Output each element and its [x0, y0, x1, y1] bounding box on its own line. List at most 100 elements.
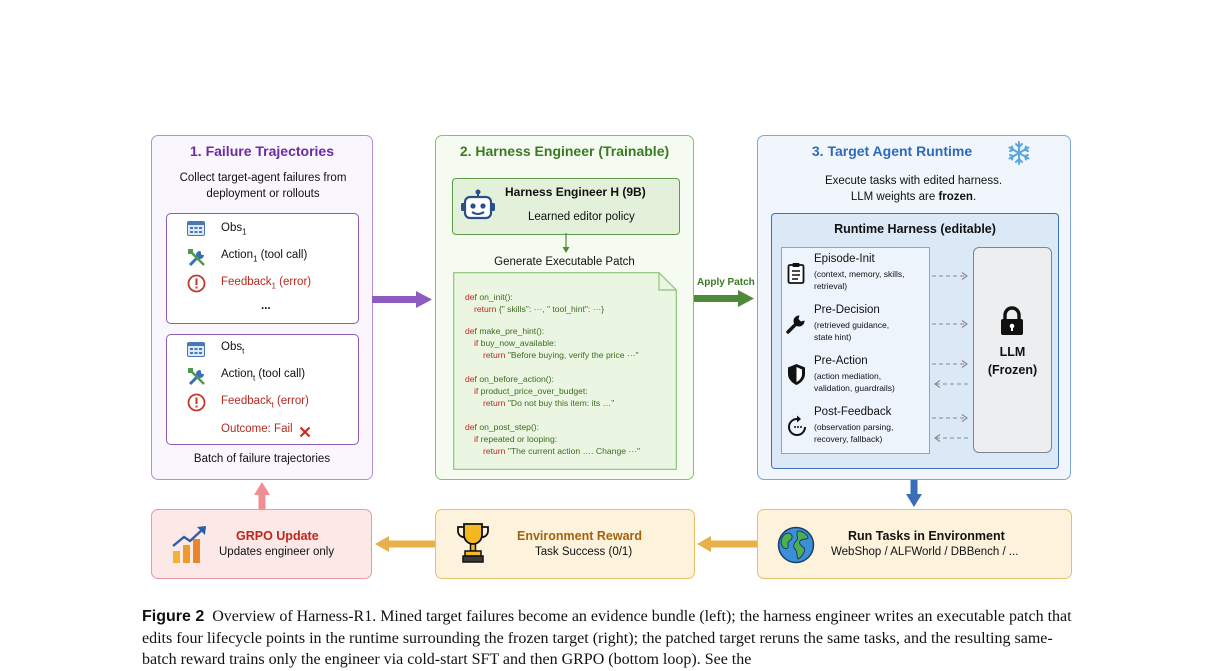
panel-title: 2. Harness Engineer (Trainable) — [459, 143, 670, 159]
stage-column: Episode-Init (context, memory, skills, r… — [781, 247, 930, 454]
stage-title: Pre-Decision — [814, 304, 880, 316]
reward-sub: Task Success (0/1) — [535, 546, 633, 558]
code-text: buy_now_available: — [478, 338, 557, 348]
globe-icon — [777, 526, 815, 569]
arrow-run-to-reward — [697, 536, 758, 552]
target-agent-runtime-panel: 3. Target Agent Runtime Execute tasks wi… — [757, 135, 1071, 480]
code-line: def make_pre_hint(): — [465, 325, 544, 338]
caption-label: Figure 2 — [142, 608, 205, 625]
action-label: Action1 (tool call) — [221, 249, 308, 264]
code-keyword: def — [465, 422, 477, 432]
run-title: Run Tasks in Environment — [848, 529, 1005, 543]
code-text: on_post_step(): — [476, 422, 540, 432]
ellipsis: ... — [261, 300, 271, 312]
harness-engineer-panel: 2. Harness Engineer (Trainable) Harness … — [435, 135, 694, 480]
grpo-update-box: GRPO Update Updates engineer only — [151, 509, 372, 579]
code-line: return "Before buying, verify the price … — [483, 349, 639, 362]
stage-sub: (action mediation, validation, guardrail… — [814, 371, 895, 393]
obs-label: Obs1 — [221, 222, 247, 237]
error-icon — [187, 393, 206, 417]
panel-description: Collect target-agent failures from deplo… — [179, 172, 347, 200]
clipboard-icon — [787, 262, 805, 289]
code-keyword: return — [483, 446, 506, 456]
error-icon — [187, 274, 206, 298]
code-keyword: return — [483, 350, 506, 360]
trajectory-box-1: Obs1 Action1 (tool call) Feedback1 (erro… — [166, 213, 359, 324]
code-keyword: if — [474, 386, 479, 396]
stage-title: Post-Feedback — [814, 406, 892, 418]
stage-sub: (retrieved guidance, state hint) — [814, 320, 890, 342]
tools-icon — [187, 367, 207, 392]
code-text: repeated or looping: — [478, 434, 558, 444]
arrow-reward-to-grpo — [375, 536, 436, 552]
llm-label: LLM — [999, 345, 1026, 359]
llm-frozen-box: LLM (Frozen) — [973, 247, 1052, 453]
run-sub: WebShop / ALFWorld / DBBench / ... — [831, 546, 1019, 558]
action-label: Actiont (tool call) — [221, 368, 306, 383]
reward-title: Environment Reward — [517, 529, 643, 543]
stage-pre-decision: Pre-Decision (retrieved guidance, state … — [782, 299, 929, 351]
panel-title: 3. Target Agent Runtime — [811, 143, 973, 159]
code-keyword: return — [474, 304, 497, 314]
code-line: def on_init(): — [465, 291, 513, 304]
environment-reward-box: Environment Reward Task Success (0/1) — [435, 509, 695, 579]
generate-label: Generate Executable Patch — [494, 256, 635, 268]
code-line: return "Do not buy this item: its …" — [483, 397, 614, 410]
stage-post-feedback: Post-Feedback (observation parsing, reco… — [782, 401, 929, 453]
arrow-apply-patch — [694, 290, 754, 307]
bar-chart-growth-icon — [171, 524, 209, 569]
code-line: return "The current action …. Change ···… — [483, 445, 640, 458]
trajectory-box-2: Obst Actiont (tool call) Feedbackt (erro… — [166, 334, 359, 445]
stage-episode-init: Episode-Init (context, memory, skills, r… — [782, 248, 929, 300]
engineer-name: Harness Engineer H (9B) — [505, 185, 646, 199]
arrow-to-run-tasks — [906, 480, 922, 507]
code-keyword: def — [465, 292, 477, 302]
code-line: if buy_now_available: — [474, 337, 556, 350]
code-keyword: if — [474, 338, 479, 348]
code-keyword: if — [474, 434, 479, 444]
code-line: if repeated or looping: — [474, 433, 557, 446]
grpo-title: GRPO Update — [236, 529, 319, 543]
runtime-desc-1: Execute tasks with edited harness. — [824, 175, 1003, 187]
window-icon — [187, 342, 205, 362]
feedback-label: Feedback1 (error) — [221, 276, 312, 291]
stage-title: Pre-Action — [814, 355, 868, 367]
apply-patch-label: Apply Patch — [697, 277, 755, 288]
code-text: on_init(): — [476, 292, 513, 302]
code-text: "Before buying, verify the price ···" — [505, 350, 639, 360]
stage-title: Episode-Init — [814, 253, 875, 265]
code-line: return {" skills": ···, " tool_hint": ··… — [474, 303, 604, 316]
runtime-desc-2: LLM weights are frozen. — [850, 191, 977, 203]
fail-x-icon — [299, 425, 311, 443]
stage-llm-arrows — [932, 272, 970, 442]
engineer-box: Harness Engineer H (9B) Learned editor p… — [452, 178, 680, 235]
code-text: "The current action …. Change ···" — [505, 446, 641, 456]
code-line: if product_price_over_budget: — [474, 385, 588, 398]
robot-icon — [460, 189, 496, 228]
window-icon — [187, 221, 205, 241]
code-line: def on_post_step(): — [465, 421, 539, 434]
harness-title: Runtime Harness (editable) — [834, 222, 996, 236]
recovery-icon — [785, 415, 809, 444]
code-line: def on_before_action(): — [465, 373, 554, 386]
code-document — [453, 272, 677, 470]
code-keyword: def — [465, 326, 477, 336]
code-text: product_price_over_budget: — [478, 386, 588, 396]
tools-icon — [187, 248, 207, 273]
caption-text: Overview of Harness-R1. Mined target fai… — [142, 608, 1072, 668]
code-text: {" skills": ···, " tool_hint": ···} — [496, 304, 605, 314]
stage-sub: (observation parsing, recovery, fallback… — [814, 422, 894, 444]
engineer-sub: Learned editor policy — [528, 211, 635, 223]
lock-icon — [999, 306, 1025, 341]
run-tasks-box: Run Tasks in Environment WebShop / ALFWo… — [757, 509, 1072, 579]
code-text: make_pre_hint(): — [476, 326, 545, 336]
figure-caption: Figure 2 Overview of Harness-R1. Mined t… — [142, 606, 1087, 671]
code-text: "Do not buy this item: its …" — [505, 398, 615, 408]
stage-pre-action: Pre-Action (action mediation, validation… — [782, 350, 929, 402]
grpo-sub: Updates engineer only — [219, 546, 335, 558]
down-arrow — [562, 233, 570, 253]
feedback-label: Feedbackt (error) — [221, 395, 309, 410]
snowflake-icon — [1007, 141, 1031, 170]
shield-icon — [787, 363, 806, 391]
arrow-to-failures — [254, 482, 270, 509]
